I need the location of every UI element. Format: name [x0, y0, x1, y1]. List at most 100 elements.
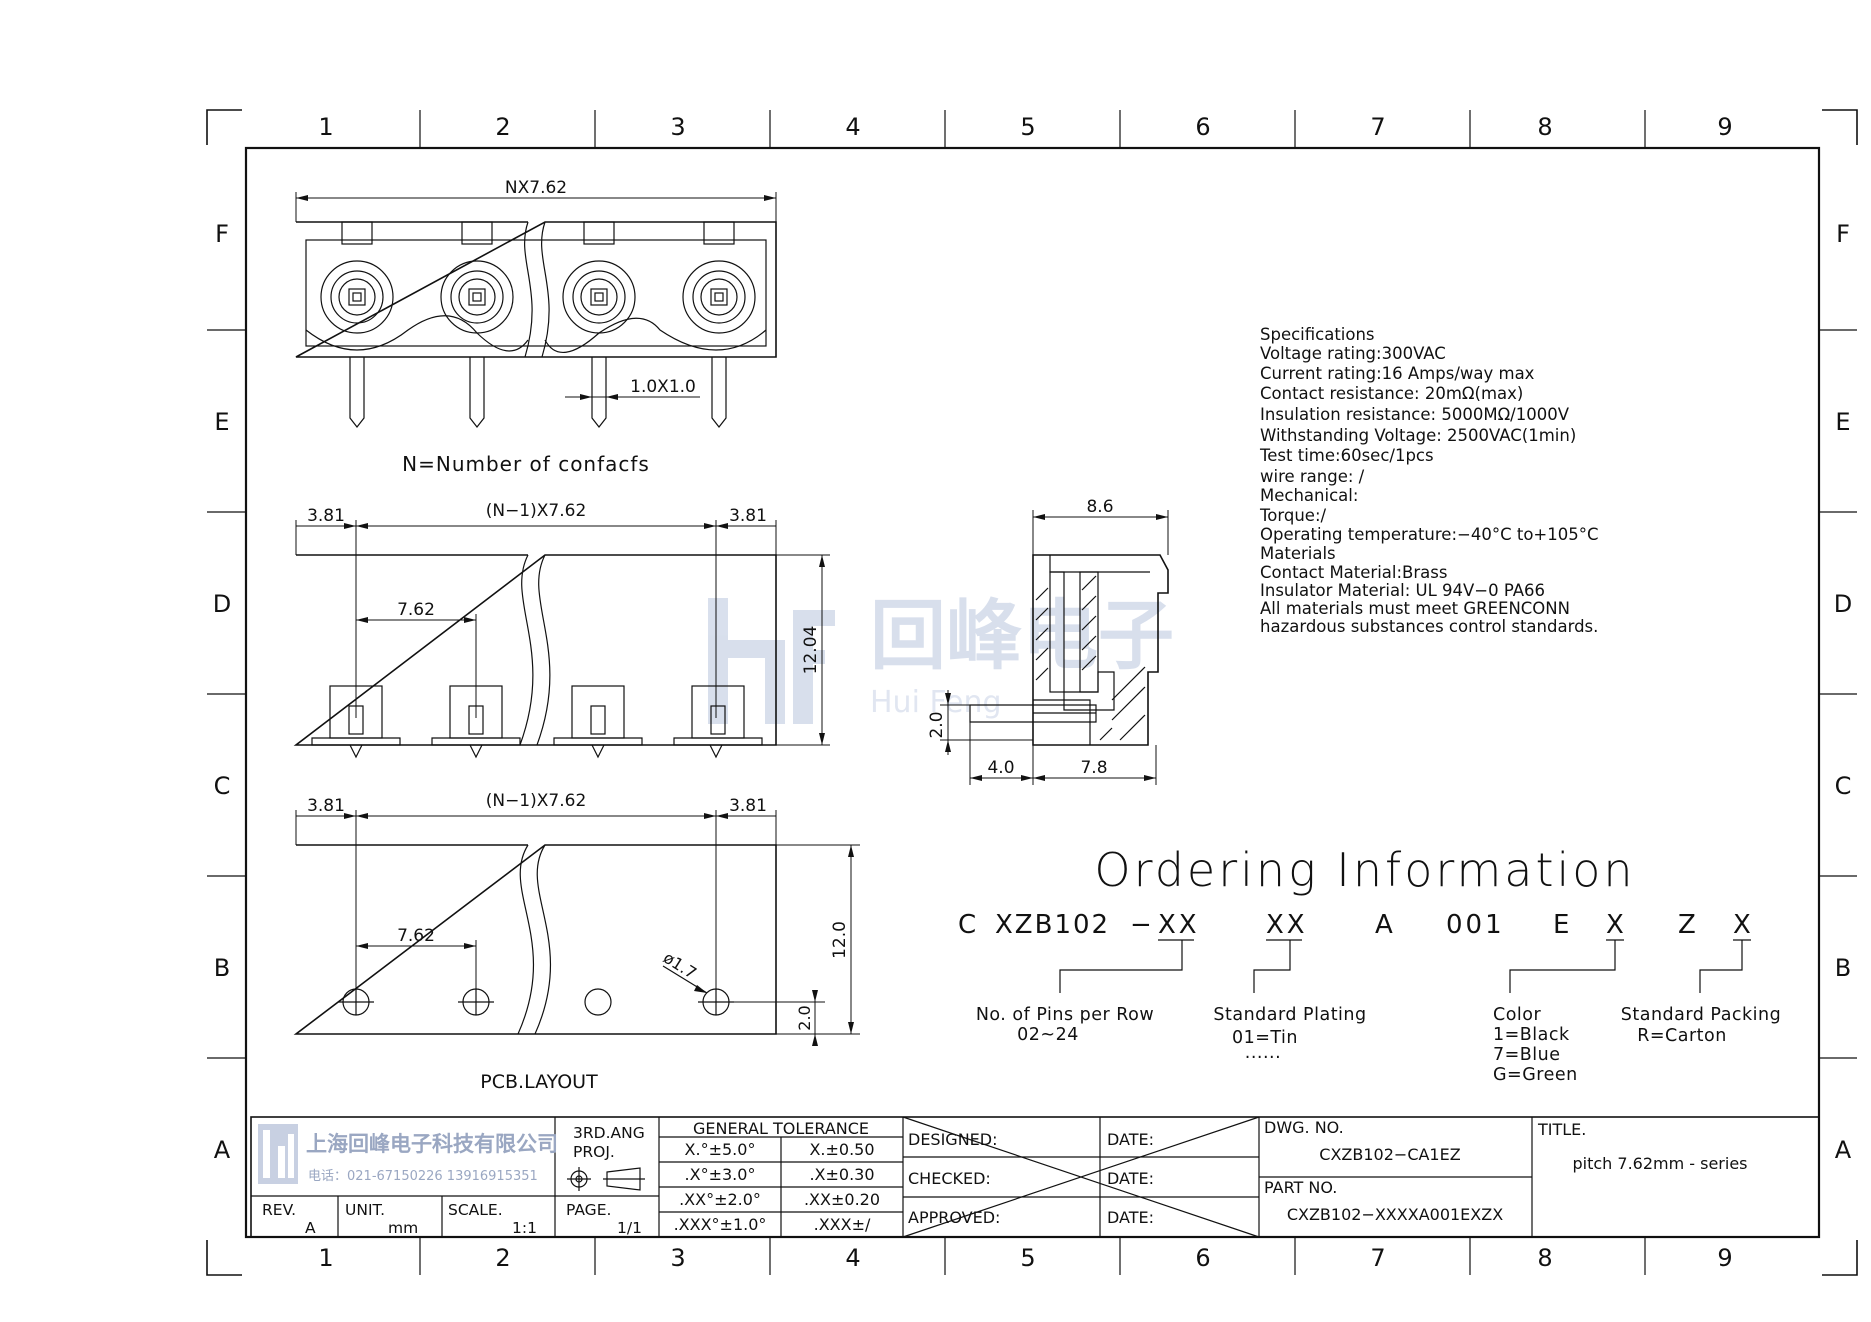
column-label: 9	[1717, 113, 1732, 141]
column-label: 4	[845, 1244, 860, 1272]
pcb-end-right: 3.81	[729, 796, 767, 816]
row-label: F	[215, 220, 229, 248]
pcb-pitch-total: (N−1)X7.62	[486, 791, 587, 811]
column-label: 5	[1020, 1244, 1035, 1272]
spec-line: Contact Material:Brass	[1260, 563, 1447, 582]
spec-line: Test time:60sec/1pcs	[1259, 446, 1434, 465]
column-label: 8	[1537, 1244, 1552, 1272]
side-pin-length: 4.0	[987, 758, 1014, 778]
ordering-information: Ordering Information C XZB102 − XX XX A …	[958, 843, 1781, 1085]
specifications: Specifications Voltage rating:300VAC Cur…	[1259, 325, 1599, 636]
column-label: 1	[318, 113, 333, 141]
row-label: C	[214, 772, 231, 800]
code-part: C	[958, 910, 976, 940]
projection-sub: PROJ.	[573, 1143, 615, 1161]
front-pitch-total: (N−1)X7.62	[486, 501, 587, 521]
code-part: XZB102	[995, 910, 1110, 940]
row-label: B	[1835, 954, 1851, 982]
date-label: DATE:	[1107, 1208, 1154, 1227]
front-end-left: 3.81	[307, 506, 345, 526]
date-label: DATE:	[1107, 1169, 1154, 1188]
spec-line: Mechanical:	[1260, 486, 1358, 505]
code-part: XX	[1158, 910, 1200, 940]
side-view: 8.6	[927, 497, 1169, 785]
column-label: 1	[318, 1244, 333, 1272]
column-label: 8	[1537, 113, 1552, 141]
spec-line: Torque:/	[1259, 506, 1327, 525]
top-view-caption: N=Number of confacfs	[402, 452, 650, 476]
column-label: 3	[670, 113, 685, 141]
column-label: 7	[1370, 113, 1385, 141]
spec-line: Insulator Material: UL 94V−0 PA66	[1260, 581, 1545, 600]
spec-line: wire range: /	[1260, 467, 1365, 486]
watermark: 回峰电子 Hui Feng	[708, 591, 1174, 724]
row-label: F	[1836, 220, 1850, 248]
column-label: 9	[1717, 1244, 1732, 1272]
tolerance-angle: .XXX°±1.0°	[674, 1215, 767, 1234]
pcb-hole-dim: ø1.7	[660, 948, 700, 983]
pcb-edge: 2.0	[795, 1005, 814, 1030]
tolerance-linear: .X±0.30	[809, 1165, 874, 1184]
row-label: E	[1835, 408, 1850, 436]
tolerance-angle: .X°±3.0°	[685, 1165, 756, 1184]
spec-line: Materials	[1260, 544, 1336, 563]
plating-more: ......	[1245, 1043, 1281, 1063]
packing-title: Standard Packing	[1621, 1005, 1781, 1025]
pcb-layout: 3.81 (N−1)X7.62 3.81 7.62 ø1.7	[293, 791, 860, 1093]
date-label: DATE:	[1107, 1130, 1154, 1149]
pcb-height: 12.0	[830, 921, 850, 959]
column-label: 6	[1195, 113, 1210, 141]
spec-line: Withstanding Voltage: 2500VAC(1min)	[1260, 426, 1576, 445]
column-label: 4	[845, 113, 860, 141]
code-part: 001	[1446, 910, 1505, 940]
unit-label: UNIT.	[345, 1201, 385, 1219]
tolerance-linear: .XX±0.20	[804, 1190, 880, 1209]
code-part: A	[1375, 910, 1393, 940]
title-value: pitch 7.62mm - series	[1572, 1154, 1747, 1173]
column-label: 2	[495, 1244, 510, 1272]
part-no-label: PART NO.	[1264, 1178, 1337, 1197]
title-label: TITLE.	[1537, 1120, 1586, 1139]
spec-line: Insulation resistance: 5000MΩ/1000V	[1260, 405, 1570, 424]
scale-label: SCALE.	[448, 1201, 503, 1219]
tolerance-angle: .XX°±2.0°	[679, 1190, 761, 1209]
code-part: XX	[1266, 910, 1308, 940]
checked-label: CHECKED:	[908, 1169, 991, 1188]
color-title: Color	[1493, 1005, 1541, 1025]
approved-label: APPROVED:	[908, 1208, 1000, 1227]
row-label: A	[1835, 1136, 1852, 1164]
front-pitch: 7.62	[397, 600, 435, 620]
top-pin-dim: 1.0X1.0	[630, 377, 696, 397]
row-label: D	[1834, 590, 1852, 618]
tolerance-linear: .XXX±/	[814, 1215, 871, 1234]
projection-symbol-icon	[567, 1167, 645, 1191]
spec-line: Current rating:16 Amps/way max	[1260, 364, 1535, 383]
dwg-no-label: DWG. NO.	[1264, 1118, 1344, 1137]
color-value: G=Green	[1493, 1065, 1578, 1085]
top-width-dim: NX7.62	[505, 178, 567, 198]
pins-range: 02~24	[1017, 1025, 1079, 1045]
row-label: D	[213, 590, 231, 618]
column-label: 2	[495, 113, 510, 141]
watermark-chinese: 回峰电子	[870, 591, 1174, 680]
color-value: 1=Black	[1493, 1025, 1570, 1045]
page-label: PAGE.	[566, 1201, 611, 1219]
ordering-title: Ordering Information	[1094, 843, 1635, 897]
code-part: X	[1733, 910, 1751, 940]
company-logo	[258, 1124, 298, 1184]
column-label: 3	[670, 1244, 685, 1272]
spec-line: All materials must meet GREENCONN	[1260, 599, 1570, 618]
watermark-english: Hui Feng	[870, 685, 1002, 720]
tolerance-title: GENERAL TOLERANCE	[693, 1119, 869, 1138]
title-block: 上海回峰电子科技有限公司 电话：021-67150226 13916915351…	[250, 1116, 1820, 1238]
pcb-caption: PCB.LAYOUT	[480, 1071, 598, 1093]
rev-value: A	[305, 1219, 316, 1237]
row-label: B	[214, 954, 230, 982]
column-label: 6	[1195, 1244, 1210, 1272]
side-pin-offset: 2.0	[927, 711, 947, 738]
page-value: 1/1	[617, 1219, 642, 1237]
spec-line: Voltage rating:300VAC	[1260, 344, 1446, 363]
code-part: −	[1130, 910, 1152, 940]
tolerance-linear: X.±0.50	[809, 1140, 874, 1159]
